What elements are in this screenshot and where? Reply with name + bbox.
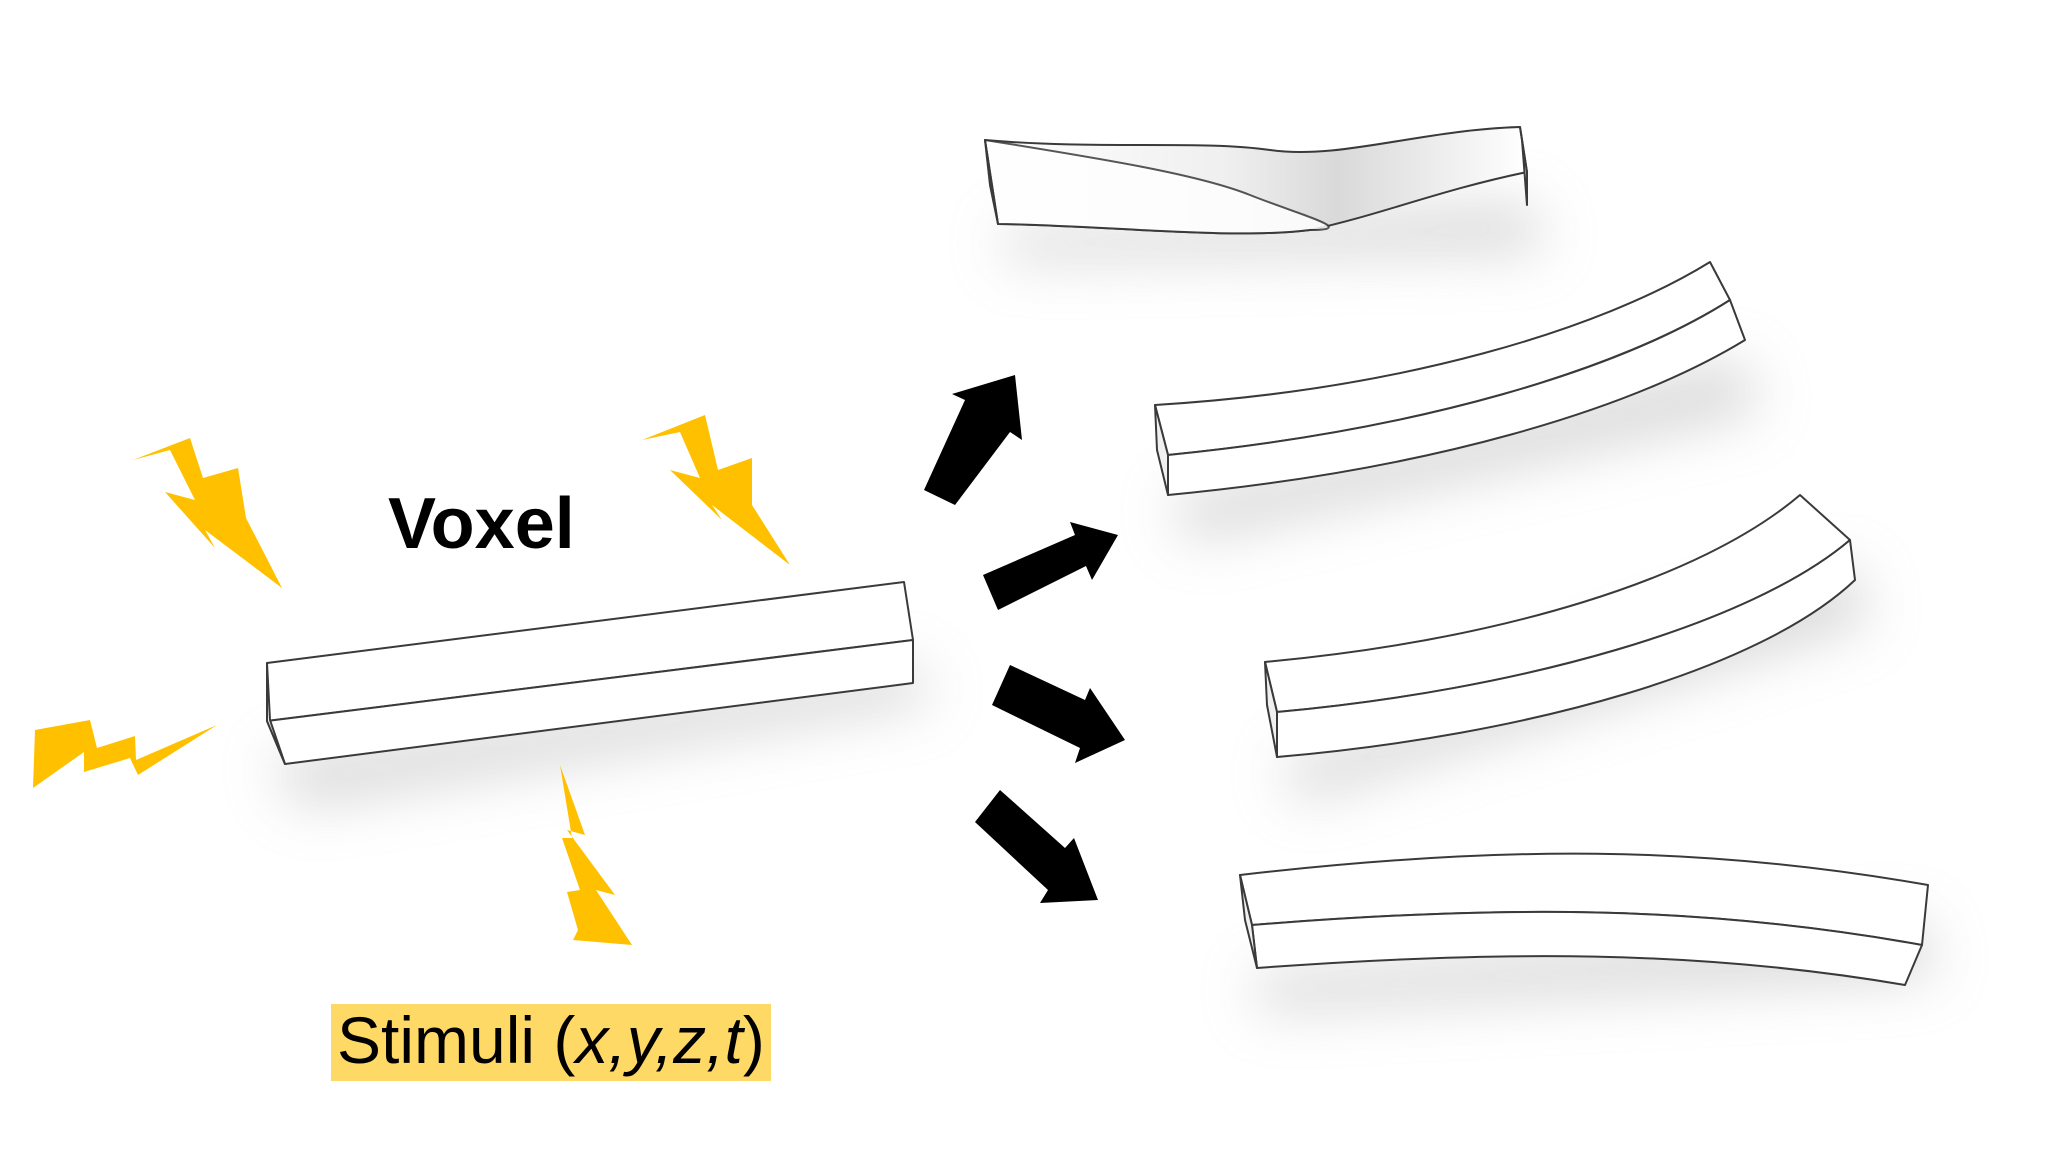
voxel-label: Voxel bbox=[388, 484, 575, 564]
arrows bbox=[924, 375, 1125, 903]
bent-beam-1 bbox=[1154, 261, 1746, 496]
stimuli-label: Stimuli (x,y,z,t) bbox=[331, 1004, 771, 1081]
arrow-icon bbox=[992, 665, 1125, 763]
lightning-bolt-icon bbox=[642, 415, 790, 565]
twisted-beam bbox=[984, 126, 1528, 235]
arrow-icon bbox=[975, 790, 1098, 903]
stimuli-suffix: ) bbox=[742, 1003, 765, 1077]
lightning-bolts bbox=[33, 415, 790, 945]
arrow-icon bbox=[983, 522, 1118, 610]
stimuli-variables: x,y,z,t bbox=[575, 1003, 743, 1077]
lightning-bolt-icon bbox=[560, 765, 632, 945]
lightning-bolt-icon bbox=[133, 438, 282, 588]
voxel-beam bbox=[266, 581, 914, 765]
bent-beam-2 bbox=[1264, 494, 1856, 758]
lightning-bolt-icon bbox=[33, 720, 217, 788]
arrow-icon bbox=[924, 375, 1022, 505]
bent-beam-3 bbox=[1239, 852, 1929, 986]
stimuli-prefix: Stimuli ( bbox=[337, 1003, 576, 1077]
